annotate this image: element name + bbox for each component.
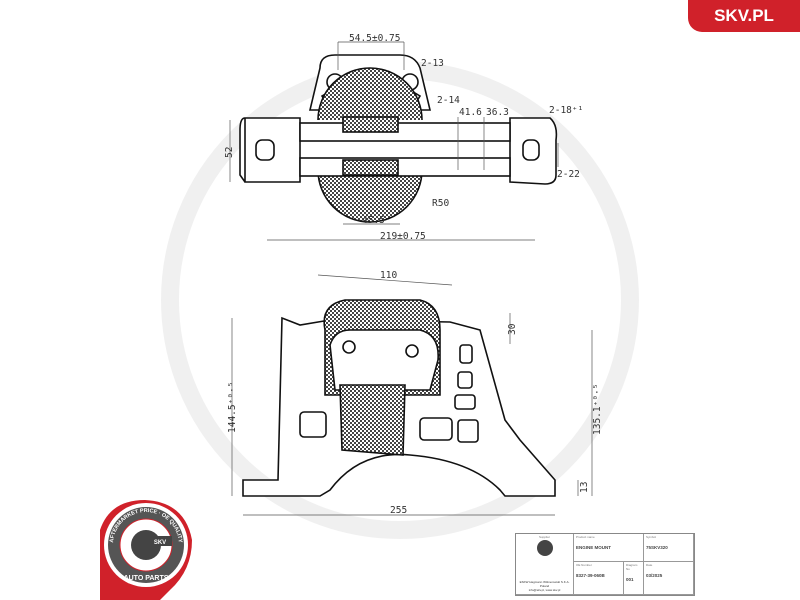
side-view: [242, 299, 556, 497]
dim-label: 13: [579, 482, 590, 493]
dim-label: 2-22: [557, 169, 580, 180]
symbol-cell: Symbol 75SKV320: [644, 534, 694, 562]
title-block: Supplier ESKW Hagmann Wittnerowski S.K.A…: [515, 533, 695, 596]
dim-label: 54.5±0.75: [349, 33, 400, 44]
dim-label: 41.6: [459, 107, 482, 118]
side-view-dimension-lines: [231, 274, 593, 516]
dim-label: R50: [432, 198, 449, 209]
top-view: [239, 54, 558, 223]
date-cell: Date 03/2025: [644, 562, 694, 595]
product-cell: Product name ENGINE MOUNT: [574, 534, 644, 562]
badge-center-text: SKV: [154, 540, 166, 546]
dim-label: 110: [380, 270, 397, 281]
supplier-logo: [536, 540, 553, 556]
diagram-label: Diagram No: [626, 563, 638, 571]
dim-label: 36.3: [486, 107, 509, 118]
dim-label: 144.5⁺⁰·⁵: [227, 382, 238, 433]
supplier-line: info@skv.pl, www.skv.pl: [528, 588, 561, 592]
diagram-value: 001: [626, 577, 634, 582]
dim-label: 255: [390, 505, 407, 516]
dim-label: 135.1⁺⁰·⁵: [592, 384, 603, 435]
dim-label: 30: [507, 323, 518, 335]
symbol-label: Symbol: [646, 535, 657, 539]
dim-label: 2-13: [421, 58, 444, 69]
supplier-cell: Supplier ESKW Hagmann Wittnerowski S.K.A…: [516, 534, 574, 595]
dim-label: 219±0.75: [380, 231, 426, 242]
dim-label: 2-18⁺¹: [549, 105, 583, 116]
supplier-line: Poland: [539, 584, 550, 588]
date-label: Date: [646, 563, 653, 567]
product-value: ENGINE MOUNT: [576, 545, 612, 550]
dim-label: 45.5: [362, 215, 385, 226]
diagram-cell: Diagram No 001: [624, 562, 644, 595]
oe-cell: OE Number 8327-39-060B: [574, 562, 624, 595]
supplier-label: Supplier: [538, 535, 550, 539]
supplier-line: ESKW Hagmann Wittnerowski S.K.A.: [519, 580, 570, 584]
top-view-dimension-lines: [229, 41, 559, 241]
badge-bottom-text: AUTO PARTS: [124, 575, 169, 582]
product-label: Product name: [576, 535, 595, 539]
oe-label: OE Number: [576, 563, 592, 567]
symbol-value: 75SKV320: [646, 545, 668, 550]
date-value: 03/2025: [646, 573, 663, 578]
dim-label: 2-14: [437, 95, 460, 106]
skv-logo: SKV.PL: [688, 0, 800, 32]
dim-label: 52: [224, 147, 235, 158]
oe-value: 8327-39-060B: [576, 573, 605, 578]
auto-parts-badge: AFTERMARKET PRICE · OE QUALITY SKV AUTO …: [100, 500, 192, 600]
